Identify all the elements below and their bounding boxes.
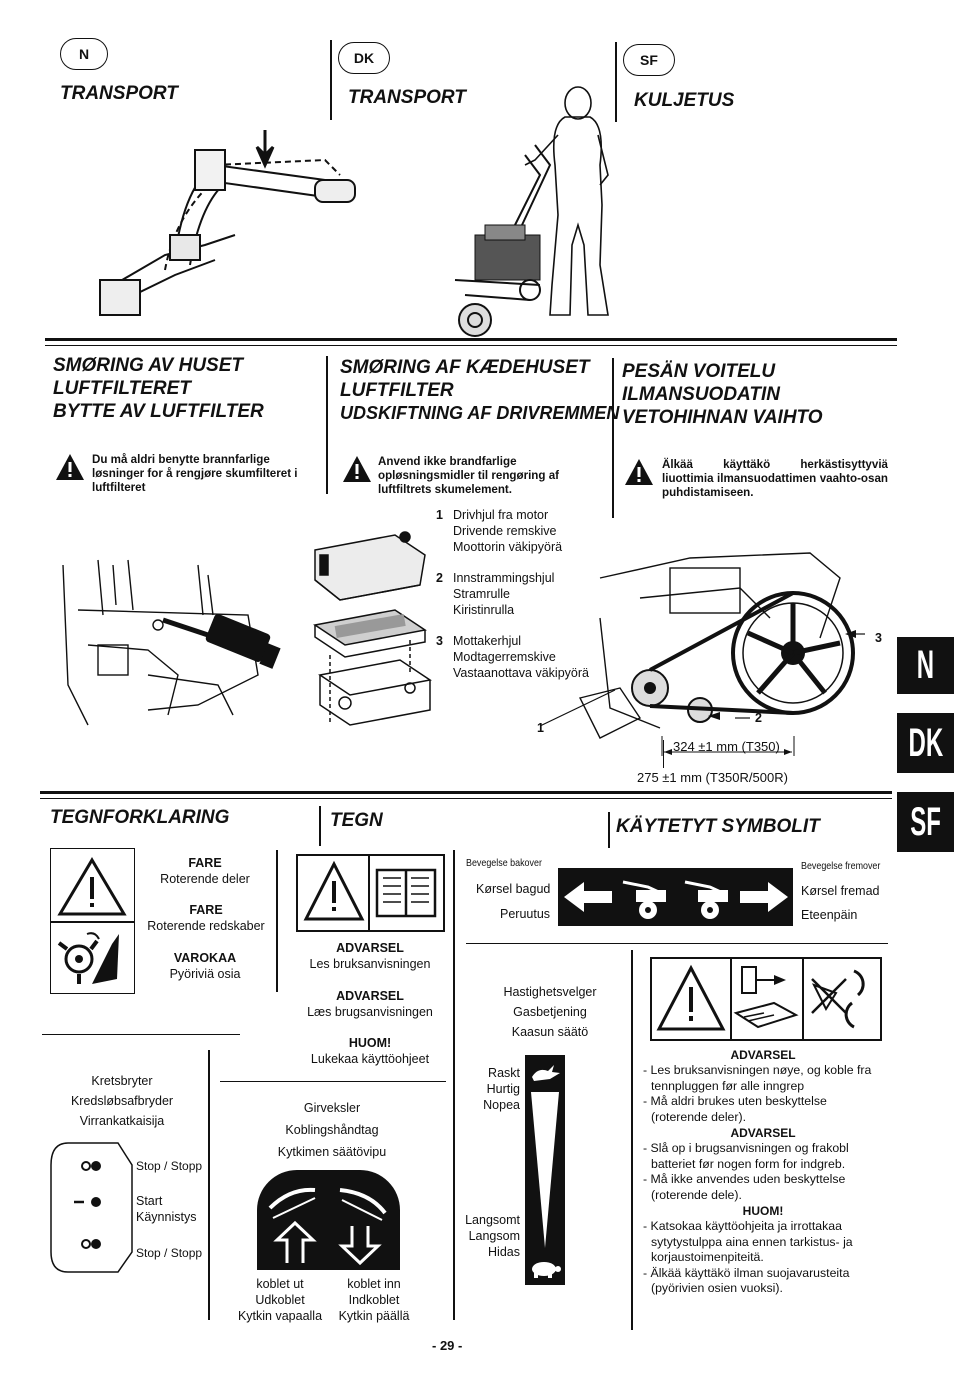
direction-symbol [558, 868, 793, 926]
lang-badge-dk: DK [338, 42, 390, 74]
warning-triangle-icon [625, 459, 653, 485]
belt-dimension-t350: 324 ±1 mm (T350) [673, 739, 780, 754]
title-kaytetyt-symbolit: KÄYTETYT SYMBOLIT [616, 816, 820, 837]
tiller-icon [622, 880, 666, 919]
forward-label-sf: Eteenpäin [801, 908, 858, 922]
divider [326, 356, 328, 494]
reverse-label-small: Bevegelse bakover [466, 857, 542, 869]
divider [330, 40, 332, 120]
section-rule [45, 338, 897, 341]
no-hands-rotating-icon [811, 969, 865, 1029]
title-tegn: TEGN [330, 810, 383, 831]
arrow-left-icon [564, 882, 612, 912]
switch-stop-1: Stop / Stopp [136, 1159, 203, 1173]
callout-2: 2 [755, 711, 762, 725]
reverse-label-sf: Peruutus [500, 907, 551, 921]
warning-triangle-icon [343, 456, 371, 482]
heading-sf: PESÄN VOITELU ILMANSUODATIN VETOHIHNAN V… [622, 361, 823, 428]
warning-n: Du må aldri benytte brannfarlige løsning… [92, 453, 298, 494]
divider [42, 1034, 240, 1035]
page-number: - 29 - [432, 1338, 463, 1353]
right-warning-text: ADVARSEL - Les bruksanvisningen nøye, og… [643, 1048, 872, 1295]
safety-symbol-box [650, 957, 882, 1041]
tab-n: N [897, 637, 954, 694]
reverse-label-dk: Kørsel bagud [476, 882, 551, 896]
huom-manual-sf: HUOM!Lukekaa käyttöohjeet [310, 1036, 430, 1066]
lang-badge-sf: SF [623, 44, 675, 76]
spark-plug-disconnect-icon [733, 966, 799, 1029]
lang-badge-n: N [60, 38, 108, 70]
heading-n: SMØRING AV HUSET LUFTFILTERET BYTTE AV L… [53, 355, 264, 422]
clutch-lever-out-icon [268, 1187, 317, 1263]
throttle-symbol [525, 1055, 565, 1285]
danger-symbol-box [50, 848, 135, 994]
divider [615, 42, 617, 122]
read-manual-symbol-box [296, 854, 445, 932]
belt-dimension-t350r: 275 ±1 mm (T350R/500R) [637, 770, 788, 785]
switch-stop-2: Stop / Stopp [136, 1246, 203, 1260]
person-tiller-illustration [454, 86, 609, 337]
belt-drive-illustration [539, 552, 865, 756]
ignition-switch-symbol [50, 1142, 133, 1273]
divider [276, 850, 278, 992]
warning-triangle-icon [57, 857, 127, 916]
warning-triangle-icon [656, 964, 726, 1031]
section-rule [40, 791, 892, 794]
manual-book-icon [375, 868, 437, 918]
handle-illustration [99, 130, 356, 316]
hare-icon [532, 1065, 560, 1081]
divider [466, 943, 888, 944]
tab-dk: DK [897, 713, 954, 773]
rotating-blades-icon [57, 932, 119, 984]
title-kuljetus: KULJETUS [634, 90, 735, 111]
title-tegnforklaring: TEGNFORKLARING [50, 807, 230, 828]
divider [208, 1050, 210, 1320]
warning-sf: Älkää käyttäkö herkästisyttyviä liuottim… [662, 458, 888, 499]
divider [453, 850, 455, 1320]
section-rule [40, 798, 892, 799]
title-transport-dk: TRANSPORT [348, 87, 466, 108]
turtle-icon [532, 1262, 561, 1278]
forward-label-small: Bevegelse fremover [801, 860, 881, 872]
arrow-right-icon [740, 882, 788, 912]
divider [220, 1081, 446, 1082]
divider [631, 950, 633, 1330]
tiller-icon [684, 880, 728, 919]
divider [319, 806, 321, 846]
divider [612, 358, 614, 518]
heading-dk: SMØRING AF KÆDEHUSET LUFTFILTER UDSKIFTN… [340, 357, 620, 423]
speed-wedge-icon [531, 1092, 559, 1248]
callout-1: 1 [537, 721, 544, 735]
forward-label-dk: Kørsel fremad [801, 884, 880, 898]
clutch-symbol [257, 1170, 400, 1270]
air-filter-illustration [313, 531, 432, 726]
dimension-leader [663, 740, 664, 768]
warning-dk: Anvend ikke brandfarlige opløsningsmidle… [378, 455, 559, 496]
section-rule [45, 345, 897, 346]
warning-triangle-icon [56, 454, 84, 480]
tab-sf: SF [897, 792, 954, 852]
callout-3: 3 [875, 631, 882, 645]
clutch-lever-in-icon [338, 1188, 387, 1266]
warning-triangle-icon [303, 860, 365, 921]
divider [608, 812, 610, 848]
grease-gun-illustration [62, 559, 281, 726]
title-transport-n: TRANSPORT [60, 83, 178, 104]
